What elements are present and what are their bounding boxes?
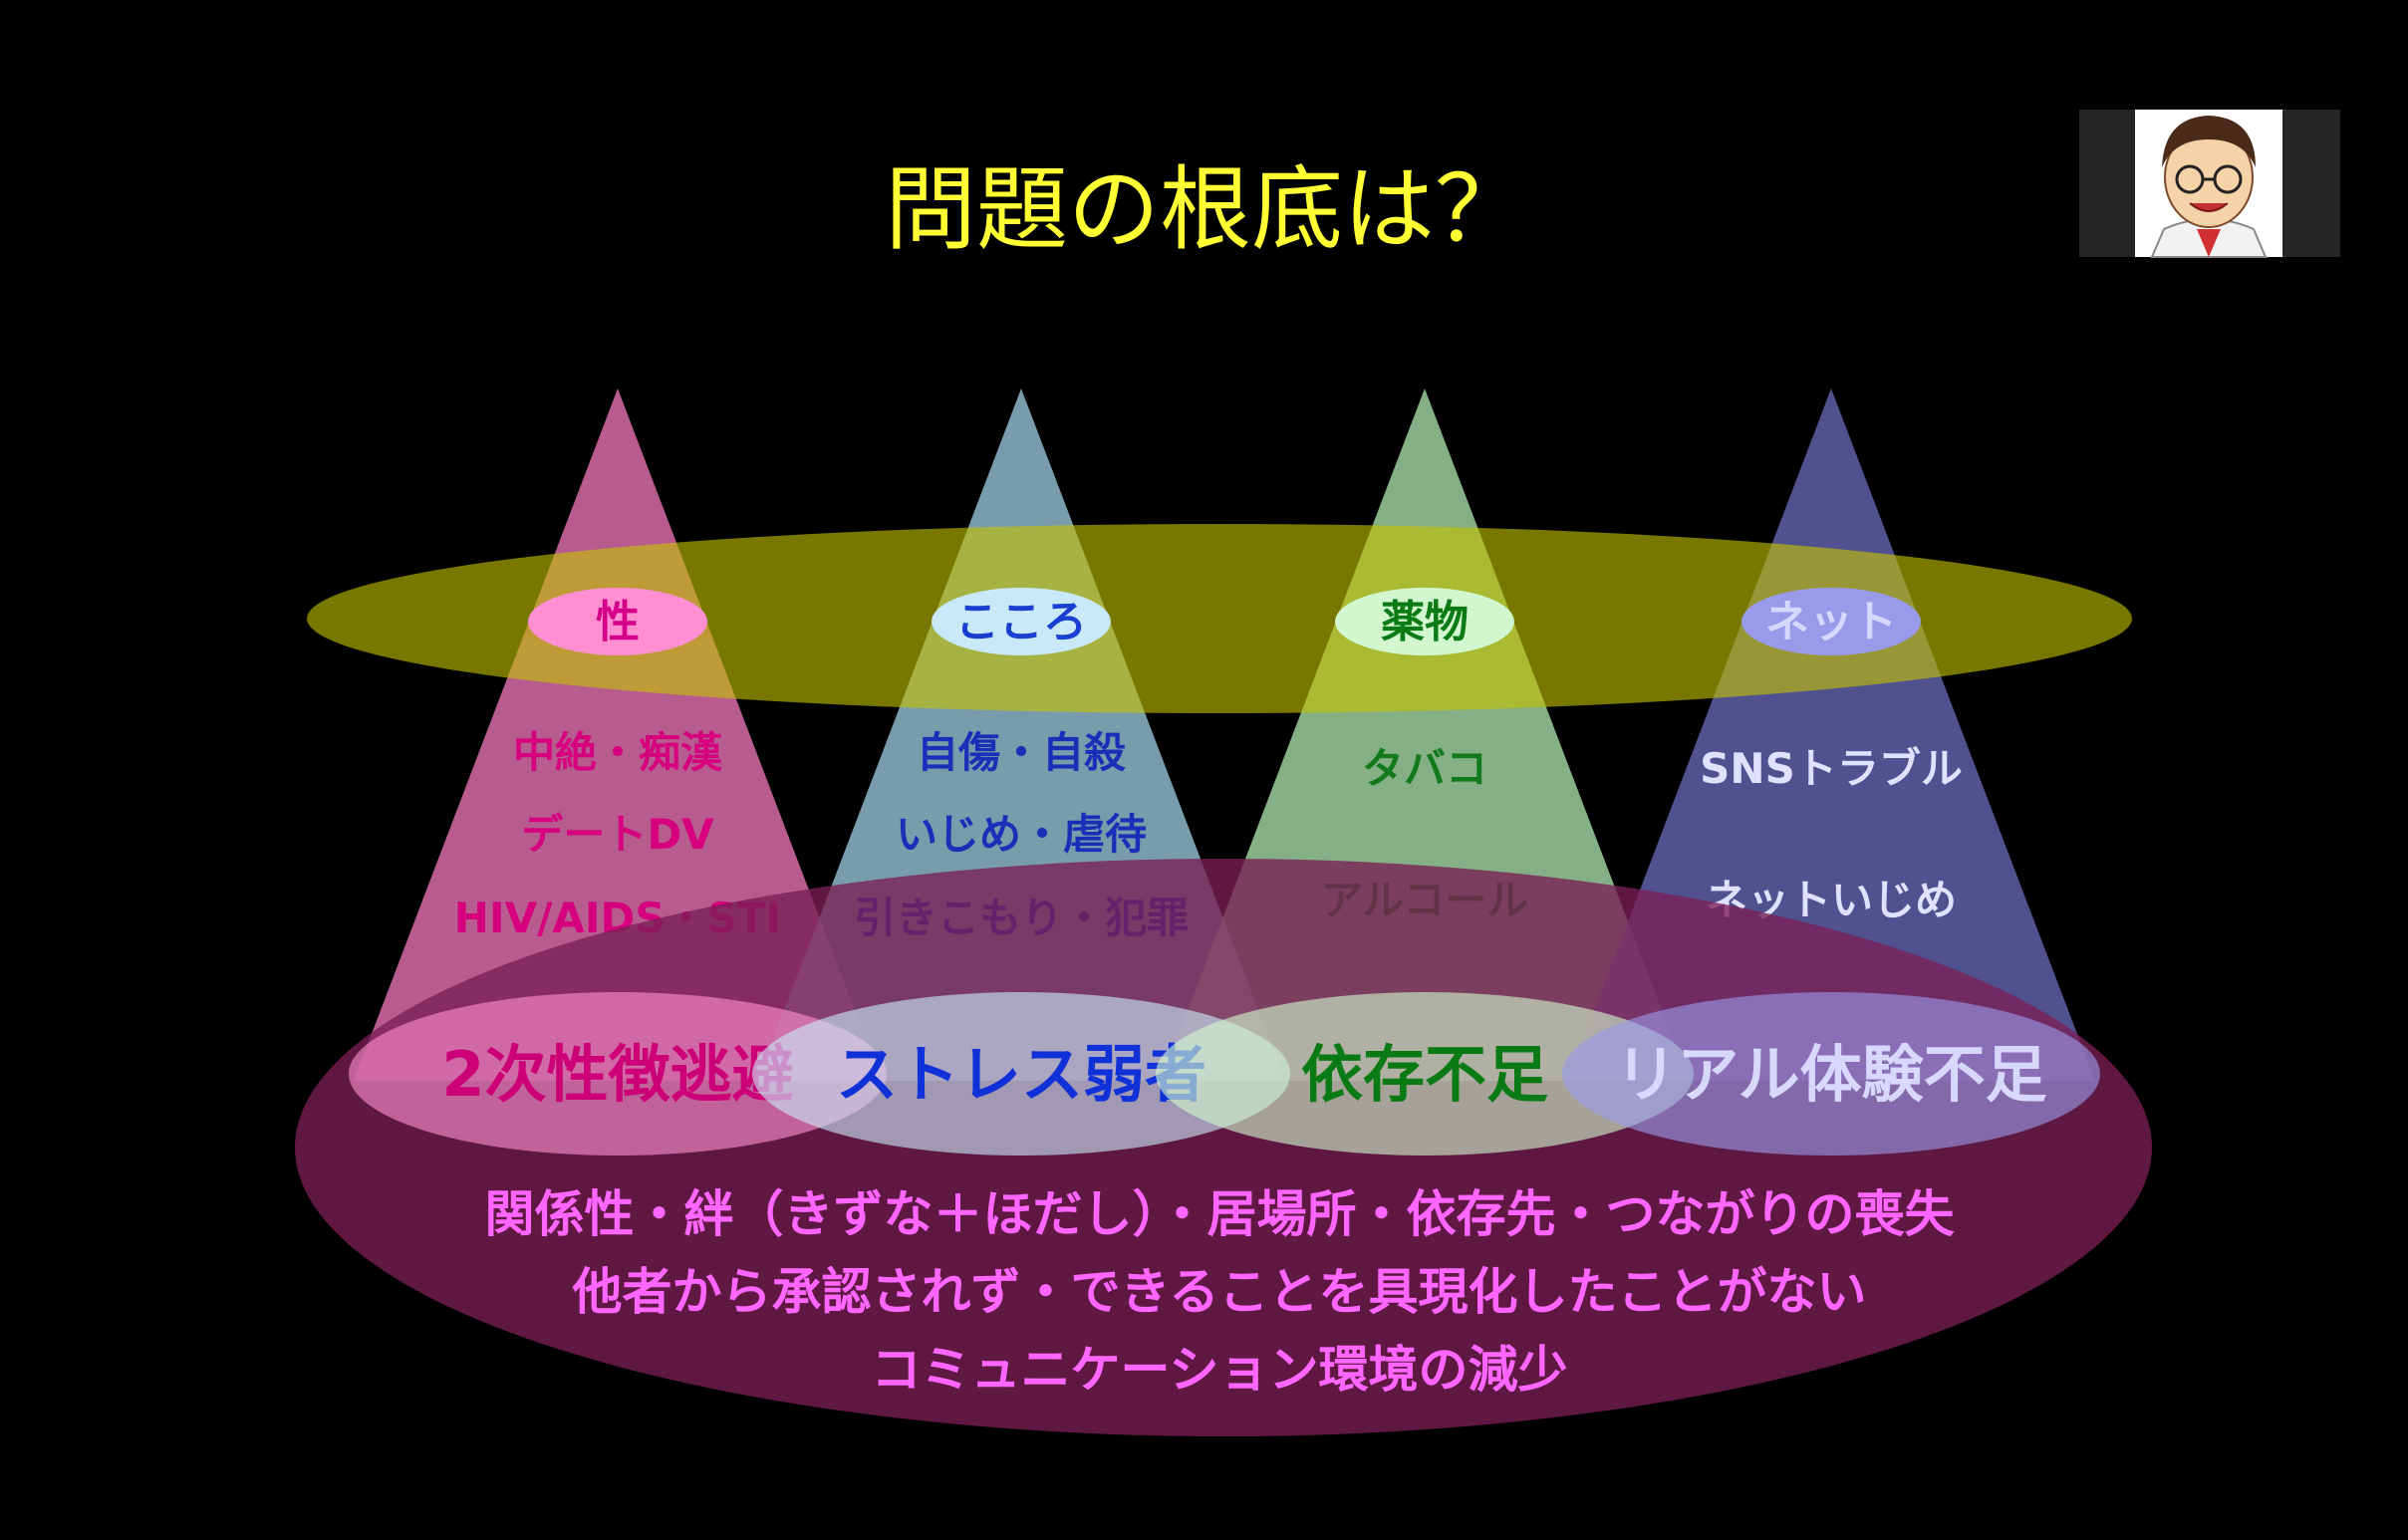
presenter-avatar-icon — [2150, 116, 2268, 258]
item-sei-1: 中絶・痴漢 — [513, 728, 723, 777]
pill-kokoro — [932, 588, 1111, 655]
root-ellipse-sei — [349, 992, 887, 1155]
root-text-net: リアル体験不足 — [1615, 1038, 2046, 1111]
pill-sei — [528, 588, 707, 655]
root-ellipse-net — [1562, 992, 2100, 1155]
item-yakubutsu-1: タバコ — [1362, 744, 1487, 793]
bottom-ellipse — [295, 859, 2152, 1436]
item-sei-2: デートDV — [521, 810, 714, 859]
root-text-sei: 2次性徴逃避 — [441, 1038, 793, 1111]
pill-label-kokoro: こころ — [955, 597, 1087, 647]
root-text-kokoro: ストレス弱者 — [836, 1038, 1206, 1111]
root-text-yakubutsu: 依存不足 — [1301, 1038, 1548, 1111]
presenter-thumbnail — [2079, 110, 2340, 258]
top-band — [307, 524, 2132, 713]
root-causes: 2次性徴逃避ストレス弱者 依存不足リアル体験不足 — [349, 992, 2100, 1155]
slide-title: 問題の根底は？ — [885, 156, 1526, 263]
item-kokoro-1: 自傷・自殺 — [917, 728, 1126, 777]
bottom-line-1: 関係性・絆（きずな＋ほだし）・居場所・依存先・つながりの喪失 — [485, 1185, 1956, 1243]
root-ellipse-kokoro — [752, 992, 1290, 1155]
item-net-1: SNSトラブル — [1700, 744, 1963, 793]
item-kokoro-2: いじめ・虐待 — [896, 810, 1147, 859]
pill-net — [1741, 588, 1921, 655]
pill-label-net: ネット — [1765, 597, 1897, 647]
root-ellipse-yakubutsu — [1156, 992, 1694, 1155]
pill-label-sei: 性 — [596, 597, 640, 647]
pill-yakubutsu — [1335, 588, 1514, 655]
bottom-line-2: 他者から承認されず・できることを具現化したことがない — [572, 1263, 1867, 1321]
category-pills: 性 こころ 薬物 ネット — [528, 588, 1921, 655]
bottom-line-3: コミュニケーション環境の減少 — [872, 1341, 1568, 1399]
pill-label-yakubutsu: 薬物 — [1381, 597, 1469, 647]
